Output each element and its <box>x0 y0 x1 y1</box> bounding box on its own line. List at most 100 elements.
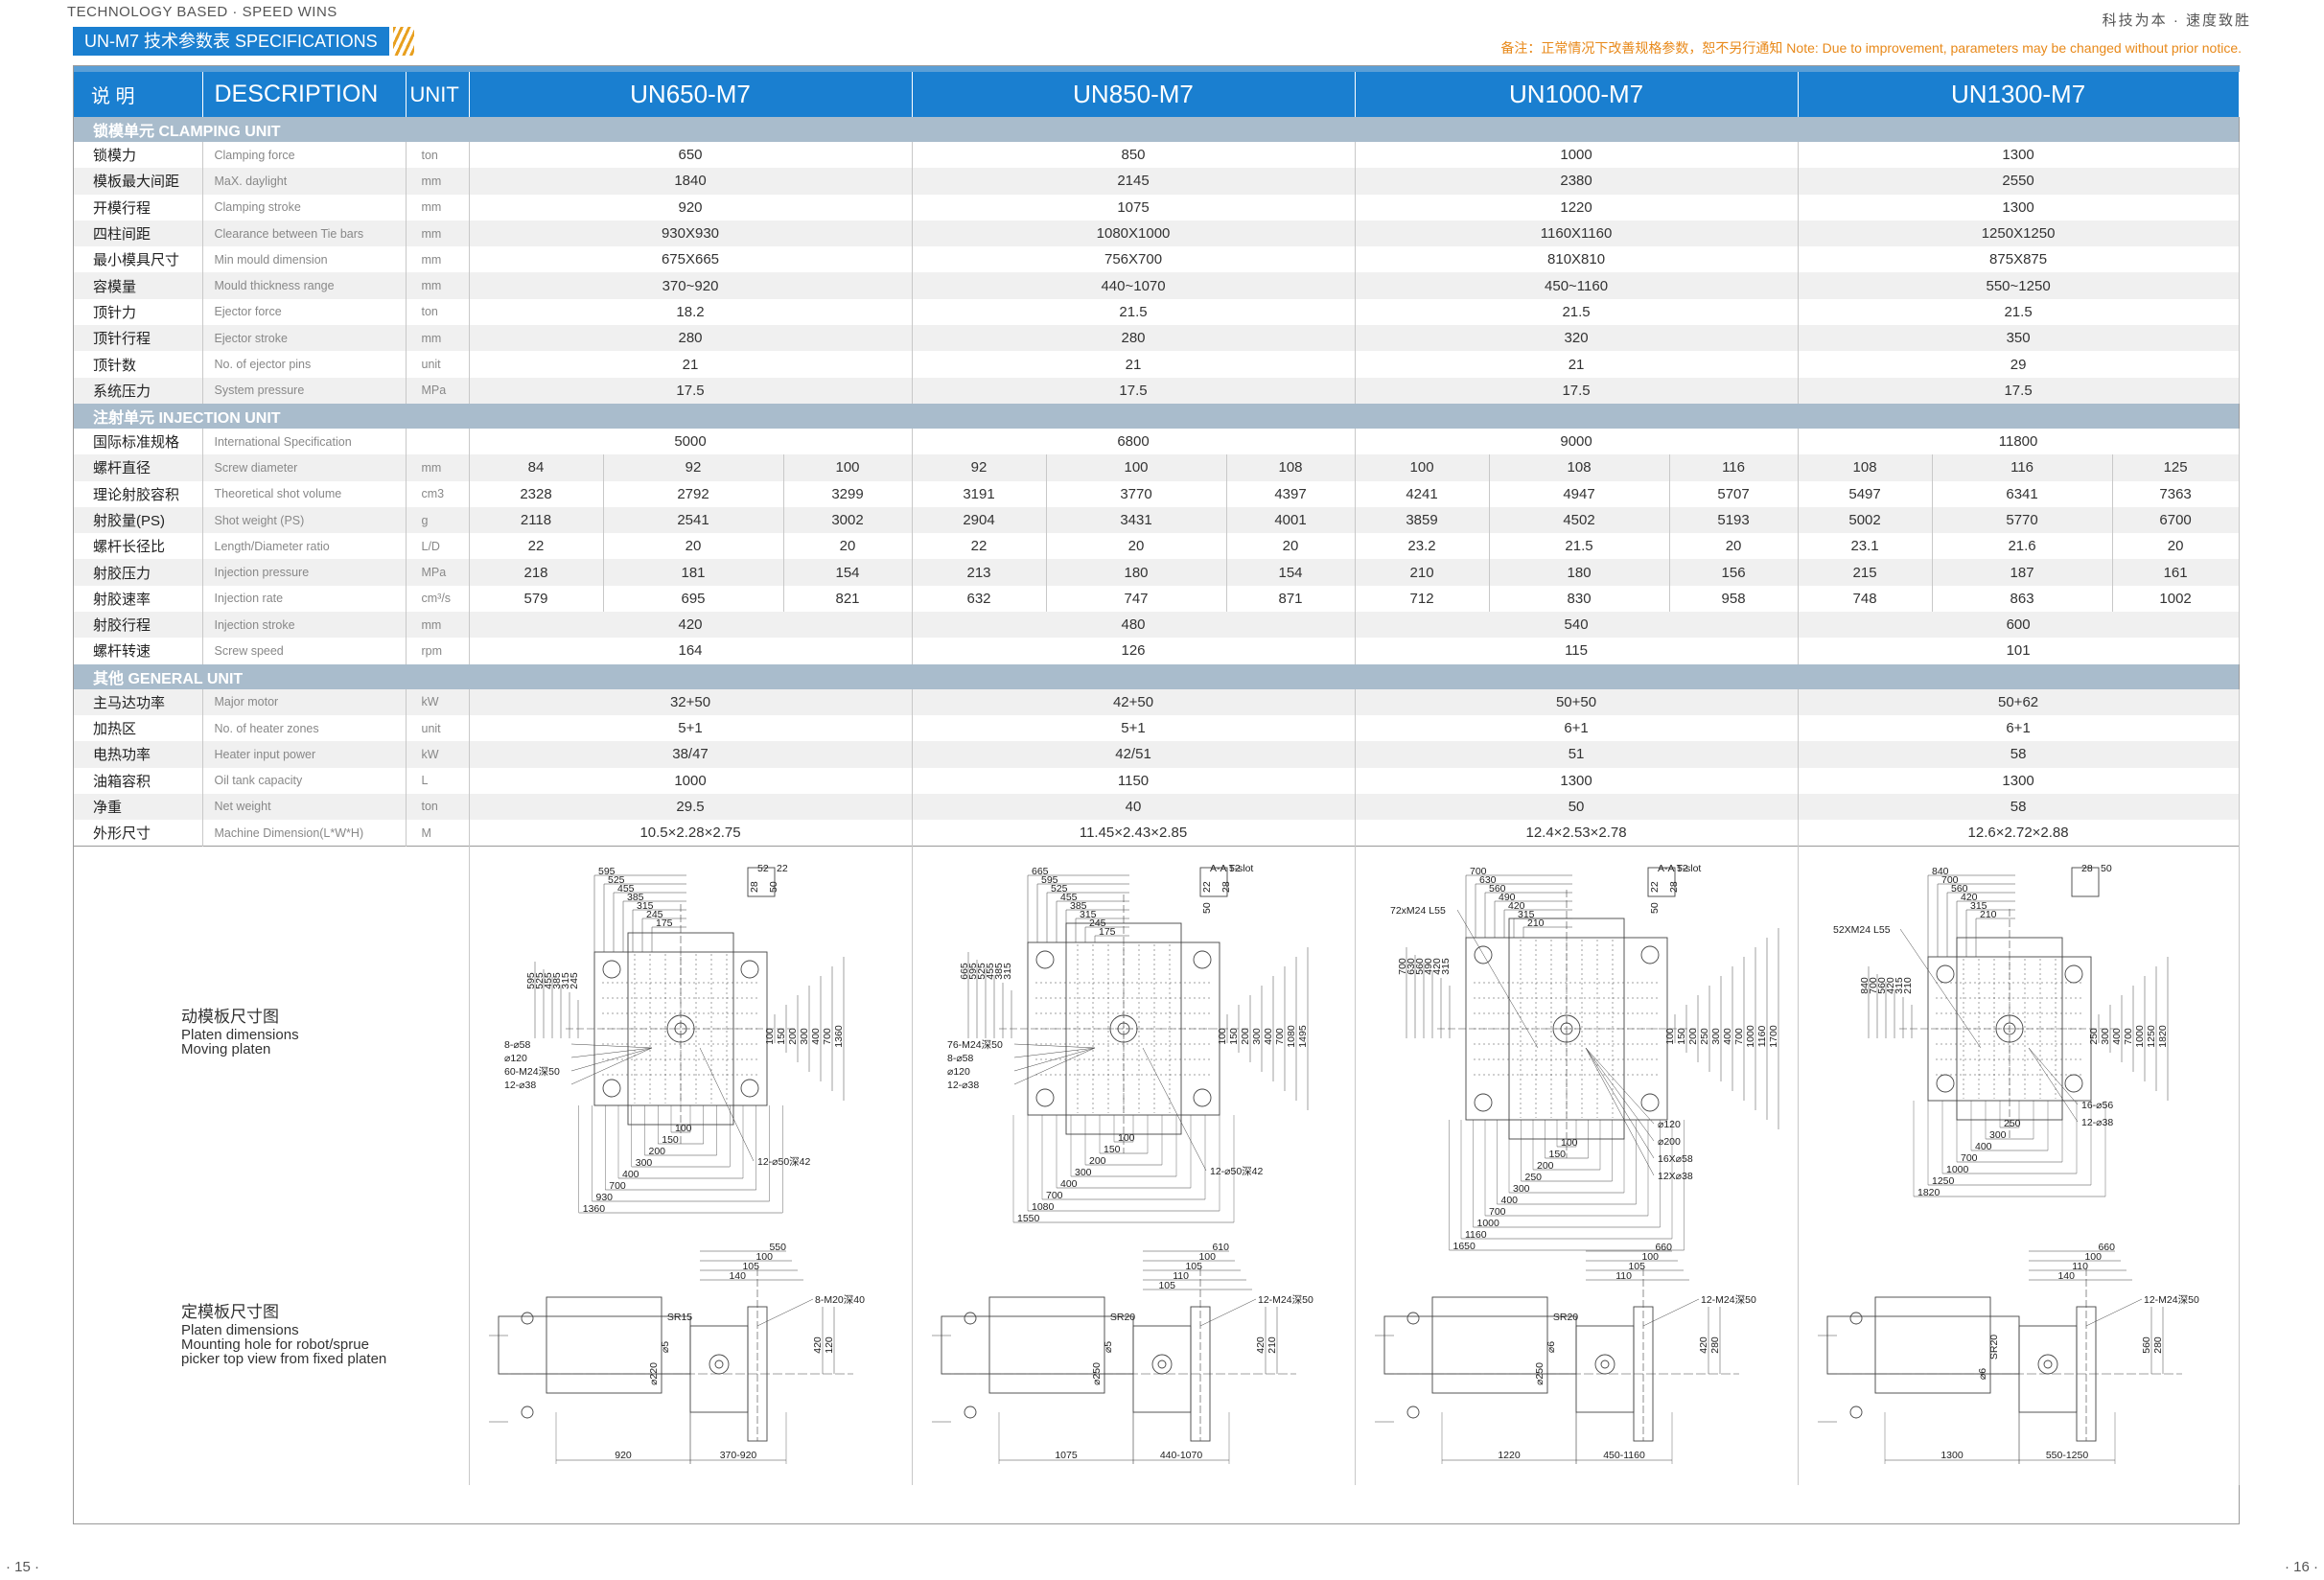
dimension-label: 420 <box>1508 900 1525 912</box>
value-cell: 215 <box>1798 559 1933 586</box>
fixed-label-en1: Platen dimensions <box>181 1322 299 1339</box>
section-row: 注射单元 INJECTION UNIT <box>74 403 2240 429</box>
dimension-label: 315 <box>560 973 571 990</box>
dimension-label: 22 <box>1649 882 1661 894</box>
row-label-cn: 油箱容积 <box>74 767 203 794</box>
value-cell: 161 <box>2112 559 2240 586</box>
dimension-label: 595 <box>1041 874 1058 886</box>
value-cell: 180 <box>1489 559 1670 586</box>
drawing-rect <box>689 1325 748 1413</box>
row-unit: rpm <box>406 638 470 664</box>
dimension-label: 1080 <box>1286 1026 1297 1049</box>
dimension-label: 12-⌀50深42 <box>1210 1166 1264 1177</box>
dimension-label: 700 <box>1733 1029 1745 1046</box>
dimension-label: 1250 <box>2146 1026 2157 1049</box>
dimension-label: 12-M24深50 <box>1258 1294 1313 1306</box>
value-cell: 21 <box>912 351 1356 378</box>
row-label-cn: 射胶行程 <box>74 612 203 639</box>
dimension-label: 420 <box>1885 978 1896 995</box>
value-cell: 23.1 <box>1798 533 1933 560</box>
dimension-label: 140 <box>2057 1270 2075 1282</box>
header-cn: 说 明 <box>74 66 203 117</box>
value-cell: 84 <box>469 454 604 481</box>
value-cell: 1300 <box>1355 767 1799 794</box>
value-cell: 2541 <box>603 506 784 534</box>
dimension-label: 930 <box>595 1192 613 1203</box>
dimension-label: 28 <box>1220 882 1232 894</box>
value-cell: 4397 <box>1226 480 1356 507</box>
value-cell: 20 <box>1669 533 1799 560</box>
drawing-circle <box>1474 1093 1492 1112</box>
row-label-en: Ejector stroke <box>202 325 407 352</box>
dimension-label: 455 <box>1060 892 1078 903</box>
value-cell: 420 <box>469 612 913 639</box>
value-cell: 108 <box>1798 454 1933 481</box>
value-cell: 2328 <box>469 480 604 507</box>
drawing-circle <box>1640 1093 1659 1112</box>
drawing-rect <box>747 867 775 897</box>
dimension-label: 420 <box>1255 1337 1267 1355</box>
dimension-label: 16-⌀56 <box>2081 1100 2113 1111</box>
drawing-circle <box>1849 1312 1863 1325</box>
value-cell: 5002 <box>1798 506 1933 534</box>
dimension-label: 200 <box>1089 1155 1106 1167</box>
dimension-label: 120 <box>824 1337 835 1355</box>
row-label-cn: 射胶量(PS) <box>74 506 203 534</box>
row-unit: mm <box>406 168 470 195</box>
dimension-label: 100 <box>1198 1251 1216 1263</box>
section-title: 注射单元 INJECTION UNIT <box>74 403 2240 429</box>
page-number-left: · 15 · <box>6 1559 40 1575</box>
drawing-rect <box>1199 867 1227 897</box>
value-cell: 164 <box>469 638 913 664</box>
header-description: DESCRIPTION <box>202 66 407 117</box>
dimension-label: 200 <box>1240 1029 1251 1046</box>
value-cell: 6+1 <box>1355 714 1799 742</box>
value-cell: 187 <box>1932 559 2113 586</box>
row-unit <box>406 428 470 455</box>
dimension-label: 315 <box>637 900 654 912</box>
dimension-label: 105 <box>1158 1280 1175 1291</box>
row-label-en: Length/Diameter ratio <box>202 533 407 560</box>
drawing-circle <box>709 1354 729 1375</box>
dimension-label: 245 <box>646 909 663 920</box>
dimension-label: 1650 <box>1452 1241 1476 1252</box>
dimension-label: ⌀120 <box>1658 1119 1681 1130</box>
dimension-label: 1820 <box>1917 1187 1941 1198</box>
drawing-circle <box>714 1359 723 1369</box>
dimension-label: 700 <box>1470 866 1487 877</box>
row-label-en: Ejector force <box>202 298 407 326</box>
dimension-label: 400 <box>810 1029 822 1046</box>
dimension-label: 560 <box>2141 1337 2152 1355</box>
row-unit: unit <box>406 714 470 742</box>
dimension-label: 12-⌀38 <box>504 1080 536 1091</box>
value-cell: 51 <box>1355 741 1799 768</box>
spec-frame <box>73 65 2240 1524</box>
value-cell: 11800 <box>1798 428 2240 455</box>
drawing-line <box>756 1299 813 1327</box>
drawing-line <box>570 1044 652 1049</box>
header-unit: UNIT <box>406 66 470 117</box>
drawing-line <box>1585 1048 1654 1142</box>
dimension-label: 22 <box>777 863 788 874</box>
value-cell: 154 <box>783 559 913 586</box>
dimension-label: 12-M24深50 <box>1701 1294 1756 1306</box>
value-cell: 2380 <box>1355 168 1799 195</box>
row-unit: ton <box>406 793 470 821</box>
dimension-label: 525 <box>608 874 625 886</box>
value-cell: 17.5 <box>469 377 913 404</box>
value-cell: 748 <box>1798 585 1933 613</box>
drawing-rect <box>546 1296 662 1394</box>
dimension-label: 1075 <box>1055 1450 1078 1461</box>
dimension-label: 315 <box>1002 964 1013 981</box>
row-unit: MPa <box>406 559 470 586</box>
